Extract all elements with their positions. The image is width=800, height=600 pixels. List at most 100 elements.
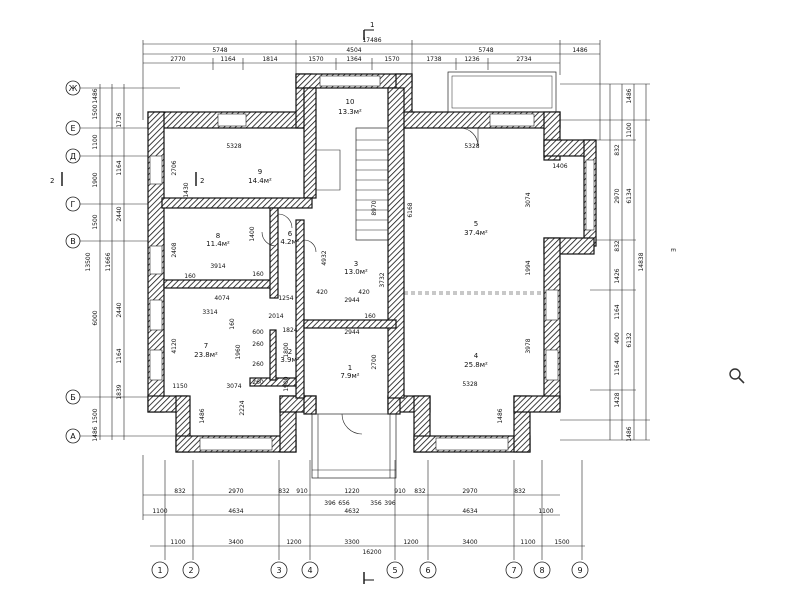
int-dim: 1254 (278, 295, 293, 302)
axis-row-a: А (70, 432, 76, 441)
dim-bot-a-5: 1220 (344, 488, 359, 495)
dim-left-8: 1486 (92, 426, 99, 441)
axis-row-e: Е (70, 124, 75, 133)
dim-bot-b-2: 656 (338, 500, 350, 507)
axis-col-1: 1 (157, 566, 162, 575)
dim-left-in-7: 1839 (116, 384, 123, 399)
dim-bot-d-6: 3400 (462, 539, 477, 546)
dim-top2-7: 1738 (426, 56, 441, 63)
room-2-number: 2 (288, 348, 292, 356)
room-9-area: 14.4м² (248, 177, 272, 185)
section-mark-1-top: 1 (370, 21, 374, 29)
dim-left-2: 1500 (92, 104, 99, 119)
axis-col-8: 8 (539, 566, 544, 575)
int-dim: 260 (252, 361, 264, 368)
int-dim: 1486 (497, 408, 504, 423)
bottom-dimension-lines: 832 2970 832 910 1220 910 832 2970 832 3… (142, 455, 585, 560)
int-dim: 160 (252, 271, 264, 278)
dim-bot-a-3: 832 (278, 488, 290, 495)
int-dim: 1400 (249, 226, 256, 241)
dim-bot-d-5: 1200 (403, 539, 418, 546)
staircase (316, 127, 389, 241)
windows (149, 75, 595, 451)
dim-top2-4: 1570 (308, 56, 323, 63)
int-dim: 1800 (283, 342, 290, 357)
int-dim: 6168 (407, 202, 414, 217)
int-dim: 1960 (235, 344, 242, 359)
int-dim: 3978 (525, 338, 532, 353)
int-dim: 160 (184, 273, 196, 280)
dim-bot-d-8: 1500 (554, 539, 569, 546)
interior-dimensions: 5328 2706 1430 3914 160 160 4074 1254 33… (171, 143, 568, 424)
dim-top2-2: 1164 (220, 56, 235, 63)
row-axes: Ж Е Д Г В Б А (65, 80, 81, 444)
left-dimension-lines: 1486 1500 1100 1900 1500 13500 6000 1500… (80, 84, 180, 442)
room-1-number: 1 (348, 364, 352, 372)
dim-left-in-1: 1736 (116, 112, 123, 127)
dim-top2-9: 2734 (516, 56, 531, 63)
dim-bot-c-1: 1100 (152, 508, 167, 515)
room-labels: 10 13.3м² 9 14.4м² 8 11.4м² 6 4.2м² 3 13… (194, 98, 488, 380)
dim-top-3: 5748 (478, 47, 493, 54)
dashed-lines (404, 291, 544, 295)
room-10-number: 10 (346, 98, 355, 106)
axis-col-6: 6 (425, 566, 430, 575)
int-dim: 4074 (214, 295, 229, 302)
dim-left-1: 1486 (92, 88, 99, 103)
axis-col-7: 7 (511, 566, 516, 575)
int-dim: 2014 (268, 313, 283, 320)
int-dim: 1486 (199, 408, 206, 423)
dim-right-in-3: 6134 (626, 188, 633, 203)
room-4-area: 25.8м² (464, 361, 488, 369)
dim-top-2: 4504 (346, 47, 361, 54)
int-dim: 4120 (171, 338, 178, 353)
int-dim: 160 (364, 313, 376, 320)
dim-right-in-1: 832 (614, 144, 621, 156)
dim-left-6: 6000 (92, 310, 99, 325)
dim-bot-a-7: 832 (414, 488, 426, 495)
dim-right-in-10: 1428 (614, 392, 621, 407)
section-mark-2-right: 2 (200, 177, 204, 185)
int-dim: 1994 (525, 260, 532, 275)
dim-right-in-5: 1426 (614, 268, 621, 283)
axis-col-9: 9 (577, 566, 582, 575)
axis-col-2: 2 (188, 566, 193, 575)
axis-col-5: 5 (392, 566, 397, 575)
int-dim: 4932 (321, 250, 328, 265)
dim-left-in-3: 2440 (116, 206, 123, 221)
room-9-number: 9 (258, 168, 262, 176)
int-dim: 3074 (226, 383, 241, 390)
room-8-number: 8 (216, 232, 220, 240)
dim-bot-b-3: 356 (370, 500, 382, 507)
dim-bot-d-2: 3400 (228, 539, 243, 546)
dim-bot-d-7: 1100 (520, 539, 535, 546)
dim-left-7: 1500 (92, 408, 99, 423)
magnifier-icon[interactable] (729, 368, 745, 384)
int-dim: 3314 (202, 309, 217, 316)
dim-bot-d-1: 1100 (170, 539, 185, 546)
interior-walls (161, 87, 405, 399)
int-dim: 3914 (210, 263, 225, 270)
dim-right-in-4: 832 (614, 240, 621, 252)
dim-top2-8: 1236 (464, 56, 479, 63)
dim-top-4: 1486 (572, 47, 587, 54)
dim-bot-d-4: 3300 (344, 539, 359, 546)
dim-bot-c-5: 1100 (538, 508, 553, 515)
int-dim: 1824 (282, 327, 297, 334)
dim-top-1: 5748 (212, 47, 227, 54)
dim-bot-a-8: 2970 (462, 488, 477, 495)
room-6-area: 4.2м² (280, 238, 299, 246)
room-7-area: 23.8м² (194, 351, 218, 359)
int-dim: 8970 (371, 200, 378, 215)
room-4-number: 4 (474, 352, 479, 360)
dim-bot-a-4: 910 (296, 488, 308, 495)
room-6-number: 6 (288, 230, 293, 238)
room-10-area: 13.3м² (338, 108, 362, 116)
dim-bot-a-1: 832 (174, 488, 186, 495)
dim-top-total: 17486 (362, 37, 381, 44)
dim-bot-c-3: 4632 (344, 508, 359, 515)
int-dim: 260 (252, 379, 264, 386)
section-mark-left: 2 2 (50, 172, 204, 186)
dim-bot-a-2: 2970 (228, 488, 243, 495)
section-mark-2-left: 2 (50, 177, 54, 185)
